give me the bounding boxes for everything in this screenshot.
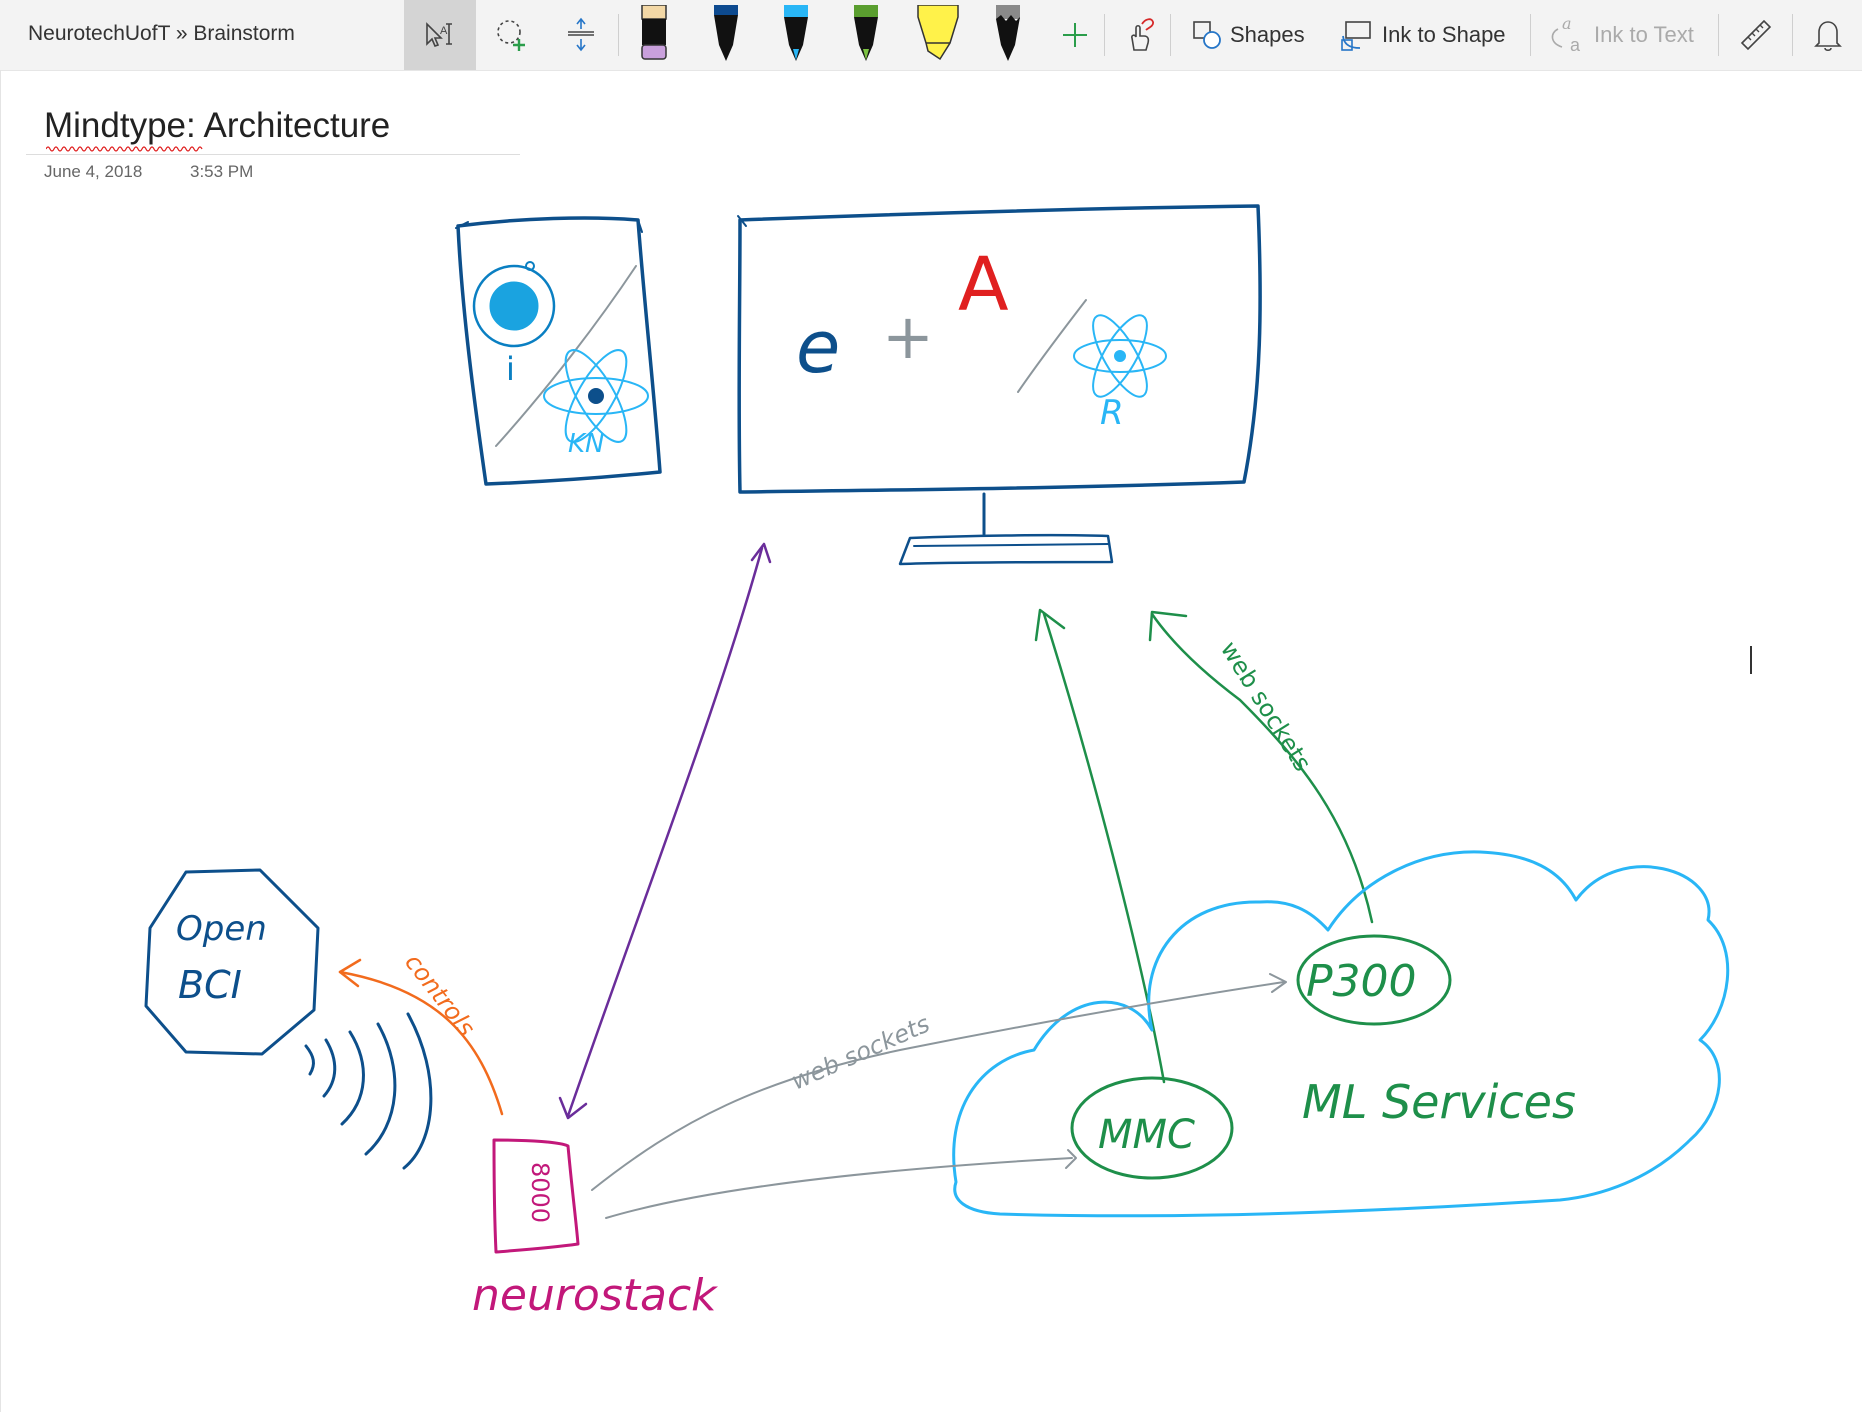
- mmc-label: MMC: [1098, 1112, 1195, 1158]
- p300-to-monitor-arrow: [1148, 610, 1374, 924]
- svg-text:A: A: [440, 25, 448, 37]
- highlighter-icon: [641, 5, 667, 60]
- wireless-signal-icon: [304, 1012, 433, 1170]
- phone-i-label: i: [506, 350, 515, 388]
- ruler-icon: [1740, 19, 1772, 51]
- breadcrumb[interactable]: NeurotechUofT » Brainstorm: [28, 22, 295, 45]
- touch-drawing-button[interactable]: [1112, 0, 1166, 70]
- mmc-node: [1070, 1076, 1234, 1180]
- page-date: June 4, 2018: [44, 162, 143, 181]
- neurostack-device: [492, 1138, 580, 1254]
- notifications-button[interactable]: [1800, 0, 1856, 70]
- toolbar-separator: [618, 14, 619, 56]
- p300-label: P300: [1306, 956, 1417, 1007]
- pencil-icon: [996, 5, 1020, 61]
- neurostack-to-mmc-arrow: [605, 1149, 1077, 1219]
- neurostack-to-p300-arrow: [591, 973, 1287, 1191]
- svg-text:a: a: [1562, 15, 1572, 33]
- web-sockets-bottom-label: web sockets: [787, 1010, 934, 1096]
- mmc-to-monitor-arrow: [1034, 608, 1166, 1084]
- toolbar: NeurotechUofT » Brainstorm A: [0, 0, 1862, 71]
- toolbar-separator: [1170, 14, 1171, 56]
- ml-services-cloud: [952, 850, 1730, 1218]
- text-cursor: [1750, 646, 1752, 674]
- page-border: [0, 70, 1, 1412]
- highlighter-icon: [917, 5, 959, 61]
- screen-e-label: e: [796, 305, 840, 389]
- add-space-button[interactable]: [548, 0, 614, 70]
- ink-to-shape-label: Ink to Shape: [1382, 22, 1506, 47]
- monitor-drawing: e + A R: [737, 204, 1262, 566]
- openbci-bci-label: BCI: [178, 963, 242, 1007]
- p300-node: [1296, 934, 1452, 1026]
- svg-text:a: a: [1570, 35, 1581, 55]
- lasso-select-button[interactable]: [476, 0, 548, 70]
- neurostack-label: neurostack: [472, 1270, 718, 1321]
- add-space-icon: [568, 17, 594, 52]
- ink-to-text-button[interactable]: a a Ink to Text: [1548, 0, 1694, 70]
- ml-services-label: ML Services: [1302, 1075, 1576, 1129]
- shapes-button[interactable]: Shapes: [1192, 0, 1305, 70]
- add-pen-button[interactable]: [1052, 0, 1098, 70]
- phone-drawing: i KN: [455, 216, 662, 486]
- ink-to-shape-icon: [1341, 21, 1371, 51]
- phone-kn-label: KN: [568, 429, 605, 459]
- pencil-gray[interactable]: [984, 0, 1032, 70]
- react-logo-icon: [1073, 314, 1167, 398]
- touch-drawing-icon: [1131, 18, 1154, 51]
- controls-arrow: [338, 958, 504, 1116]
- add-pen-icon: [1063, 23, 1087, 47]
- spellcheck-squiggle: [46, 146, 203, 152]
- pen-icon: [854, 5, 878, 61]
- shapes-label: Shapes: [1230, 22, 1305, 47]
- ink-to-text-label: Ink to Text: [1594, 22, 1694, 47]
- highlighter-yellow[interactable]: [912, 0, 964, 70]
- highlighter-pen-purple[interactable]: [630, 0, 678, 70]
- pen-icon: [714, 5, 738, 61]
- pen-light-blue[interactable]: [772, 0, 820, 70]
- page-title[interactable]: Mindtype: Architecture: [44, 106, 391, 145]
- openbci-octagon: [144, 868, 320, 1056]
- select-text-icon: A: [426, 22, 452, 47]
- pen-dark-blue[interactable]: [702, 0, 750, 70]
- title-underline: [26, 154, 520, 155]
- page-time: 3:53 PM: [190, 162, 254, 181]
- openbci-open-label: Open: [176, 909, 267, 949]
- web-sockets-top-label: web sockets: [1215, 636, 1317, 776]
- bidirectional-arrow: [558, 542, 772, 1120]
- toolbar-separator: [1104, 14, 1105, 56]
- toolbar-separator: [1718, 14, 1719, 56]
- bell-icon: [1814, 21, 1842, 52]
- toolbar-separator: [1792, 14, 1793, 56]
- ruler-button[interactable]: [1728, 0, 1784, 70]
- screen-plus-label: +: [882, 300, 934, 373]
- monitor-r-label: R: [1100, 393, 1124, 433]
- select-text-button[interactable]: A: [404, 0, 476, 70]
- lasso-select-icon: [497, 20, 525, 51]
- device-label: 8000: [526, 1162, 554, 1223]
- screen-a-label: A: [958, 242, 1009, 328]
- ink-to-text-icon: a a: [1551, 15, 1581, 55]
- ink-to-shape-button[interactable]: Ink to Shape: [1340, 0, 1506, 70]
- toolbar-separator: [1530, 14, 1531, 56]
- pen-green[interactable]: [842, 0, 890, 70]
- react-logo-icon: [543, 349, 649, 443]
- pen-icon: [784, 5, 808, 61]
- shapes-icon: [1193, 21, 1221, 49]
